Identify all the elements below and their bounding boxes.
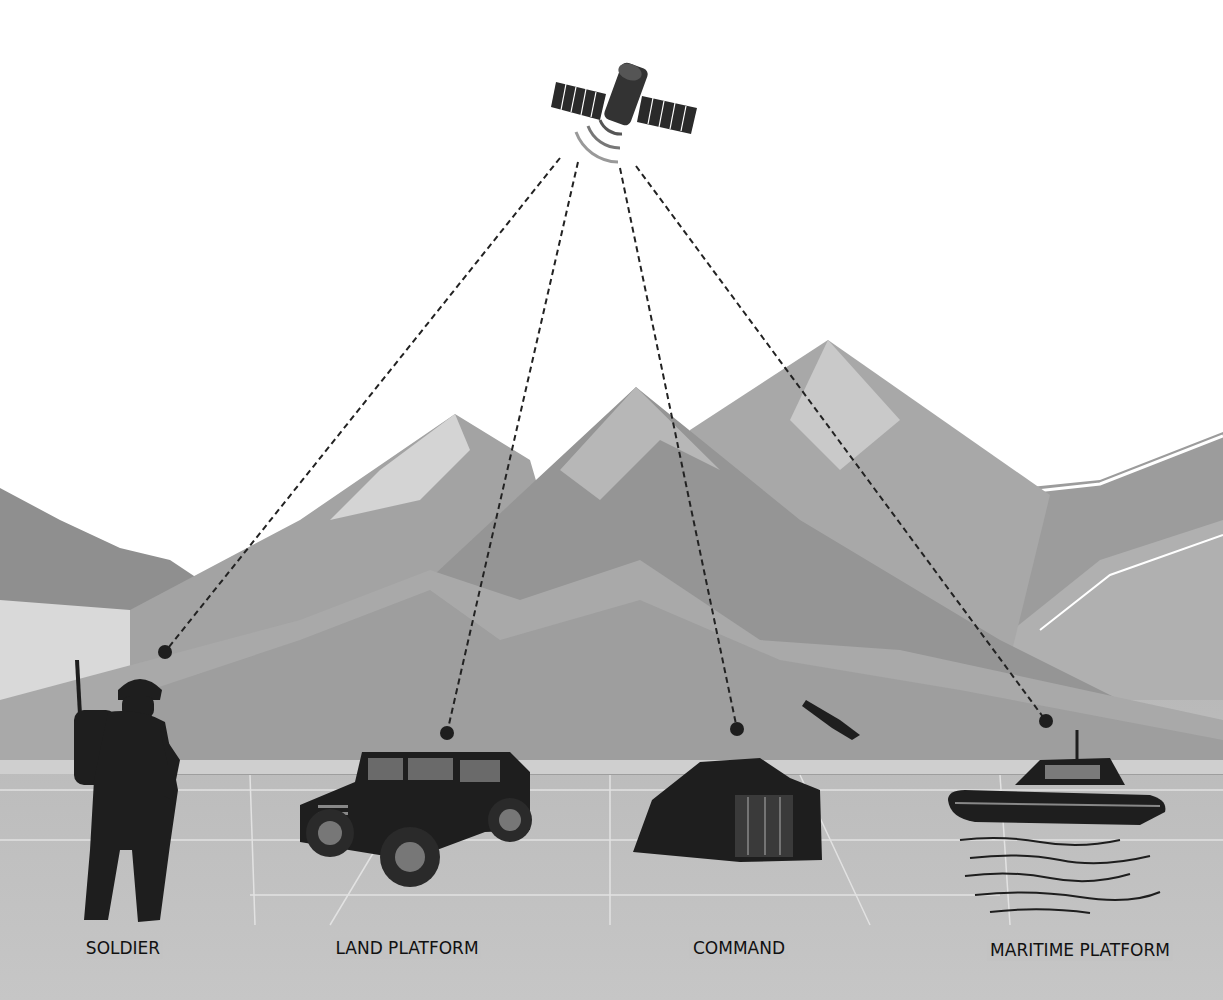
boat-silhouette xyxy=(948,730,1165,913)
grid xyxy=(0,775,1223,925)
ridge xyxy=(1040,535,1223,630)
link-dot xyxy=(158,645,1053,740)
item-label: MARITIME PLATFORM xyxy=(987,939,1173,961)
item-label: LAND PLATFORM xyxy=(332,937,481,959)
item-label: SOLDIER xyxy=(83,937,163,959)
vehicle-silhouette xyxy=(300,752,532,887)
foothills xyxy=(150,590,1223,775)
snow xyxy=(330,414,470,520)
missile xyxy=(802,700,860,740)
tent-silhouette xyxy=(633,758,822,862)
soldier-silhouette xyxy=(74,660,180,922)
item-label: COMMAND xyxy=(690,937,788,959)
snow xyxy=(560,387,720,500)
link-line xyxy=(165,158,1046,733)
satellite xyxy=(551,60,697,162)
